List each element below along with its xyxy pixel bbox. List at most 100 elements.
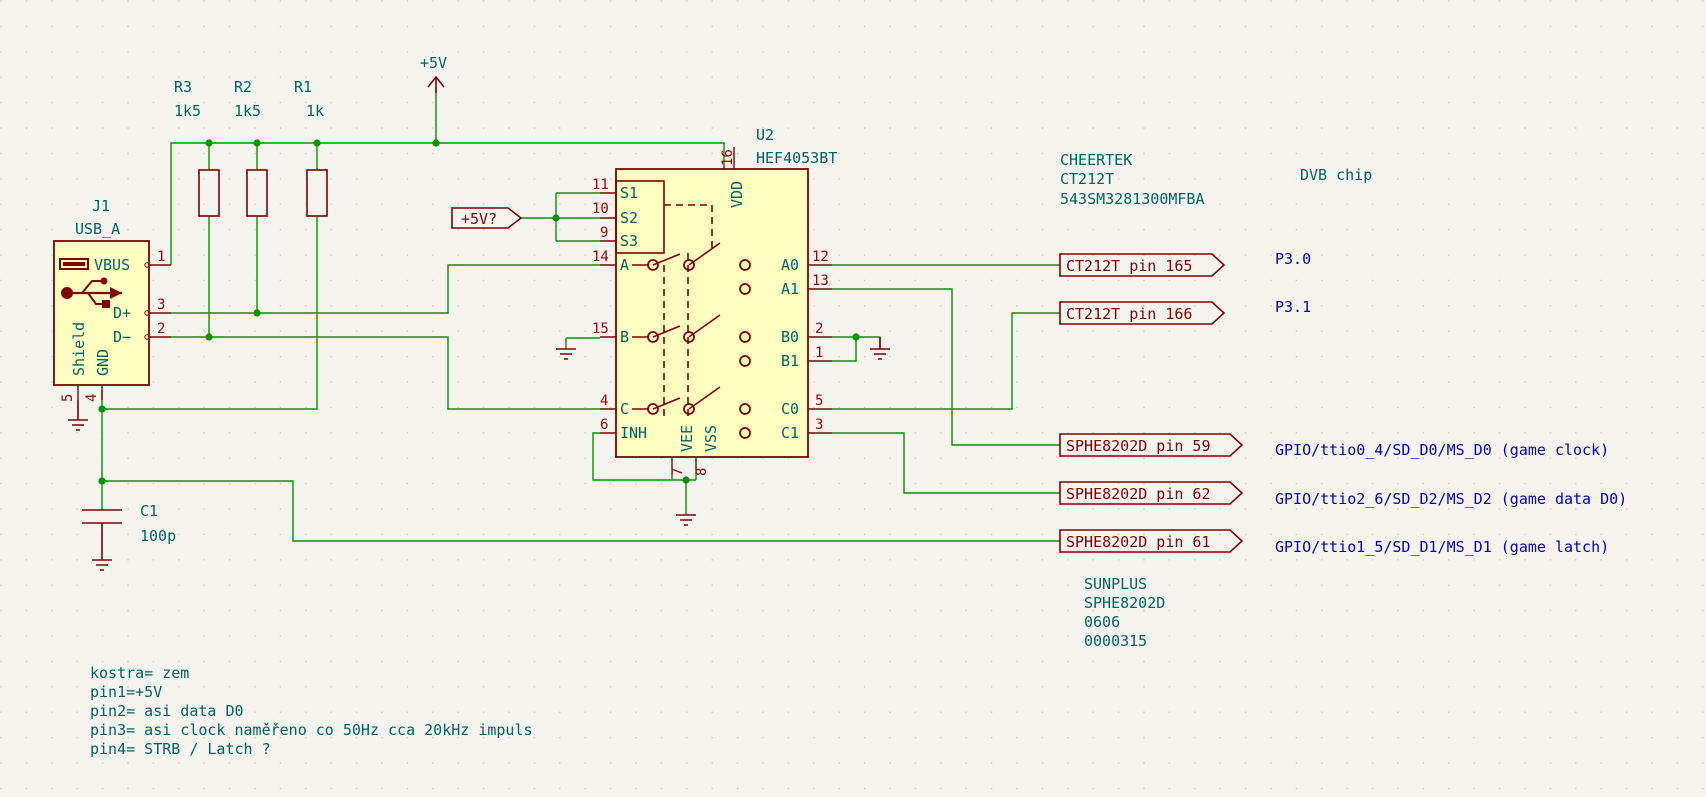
pin-number: 16	[720, 149, 736, 166]
pin-name-dminus: D−	[113, 328, 131, 346]
capacitor-value: 100p	[140, 527, 176, 545]
pin-number: 5	[815, 393, 823, 409]
label-note: P3.0	[1275, 250, 1311, 268]
global-label-sphe-62: SPHE8202D pin 62 GPIO/ttio2_6/SD_D2/MS_D…	[1059, 481, 1627, 508]
resistor-ref: R1	[294, 78, 312, 96]
note-line: 0000315	[1084, 632, 1147, 650]
pin-name-c: C	[620, 400, 629, 418]
pin-number: 2	[157, 321, 165, 337]
usb-connector-j1: J1 USB_A VBUS D+ D− Shield GND 1 3 2 5 4	[53, 197, 171, 402]
pin-name-vbus: VBUS	[94, 256, 130, 274]
pin-name-vdd: VDD	[728, 181, 746, 208]
pin-name-a1: A1	[781, 280, 799, 298]
resistor-value: 1k5	[234, 102, 261, 120]
pin-name-c0: C0	[781, 400, 799, 418]
label-note: GPIO/ttio0_4/SD_D0/MS_D0 (game clock)	[1275, 441, 1609, 459]
pin-name-c1: C1	[781, 424, 799, 442]
note-line: CHEERTEK	[1060, 151, 1132, 169]
pin-name-gnd: GND	[94, 349, 112, 376]
pin-number: 2	[815, 321, 823, 337]
note-line: pin4= STRB / Latch ?	[90, 740, 271, 758]
pin-name-vss: VSS	[702, 425, 720, 452]
ic-ref: U2	[756, 126, 774, 144]
ic-value: HEF4053BT	[756, 149, 837, 167]
pin-number: 7	[670, 468, 686, 476]
resistor-ref: R3	[174, 78, 192, 96]
label-text: SPHE8202D pin 62	[1066, 485, 1211, 503]
pin-name-a: A	[620, 256, 629, 274]
wires	[101, 87, 1060, 542]
global-label-ct212t-165: CT212T pin 165 P3.0	[1059, 250, 1311, 277]
switch-a	[632, 242, 751, 295]
ground-symbol	[676, 514, 696, 526]
pin-number: 13	[812, 273, 829, 289]
pin-number: 1	[157, 249, 165, 265]
power-5v-symbol: +5V	[420, 54, 447, 93]
pin-number: 14	[592, 249, 609, 265]
global-label-sphe-61: SPHE8202D pin 61 GPIO/ttio1_5/SD_D1/MS_D…	[1059, 529, 1609, 556]
connector-ref: J1	[92, 197, 110, 215]
switch-c	[632, 386, 751, 439]
pin-number: 6	[600, 417, 608, 433]
capacitor-ref: C1	[140, 502, 158, 520]
ground-symbol	[556, 348, 576, 360]
note-line: pin3= asi clock naměřeno co 50Hz cca 20k…	[90, 721, 533, 739]
switch-b	[632, 314, 751, 367]
note-line: pin2= asi data D0	[90, 702, 244, 720]
pin-name-inh: INH	[620, 424, 647, 442]
capacitor-c1: C1 100p	[82, 500, 176, 560]
global-label-ct212t-166: CT212T pin 166 P3.1	[1059, 298, 1311, 325]
note-line: SUNPLUS	[1084, 575, 1147, 593]
label-text: SPHE8202D pin 61	[1066, 533, 1211, 551]
pin-name-s1: S1	[620, 184, 638, 202]
label-note: P3.1	[1275, 298, 1311, 316]
note-side: DVB chip	[1300, 166, 1372, 184]
label-note: GPIO/ttio1_5/SD_D1/MS_D1 (game latch)	[1275, 538, 1609, 556]
note-line: kostra= zem	[90, 664, 189, 682]
resistor-r3: R3 1k5	[174, 78, 220, 217]
pinout-notes: kostra= zem pin1=+5V pin2= asi data D0 p…	[90, 664, 533, 758]
power-flag-text: +5V?	[461, 210, 497, 228]
pin-name-shield: Shield	[70, 322, 88, 376]
ground-symbol	[68, 400, 88, 431]
note-line: 0606	[1084, 613, 1120, 631]
pin-number: 10	[592, 201, 609, 217]
pin-number: 9	[600, 225, 608, 241]
pin-number: 4	[84, 394, 100, 402]
pin-number: 3	[157, 297, 165, 313]
cheertek-note: CHEERTEK CT212T 543SM3281300MFBA DVB chi…	[1060, 151, 1372, 208]
ground-symbol	[870, 337, 890, 360]
pin-name-dplus: D+	[113, 304, 131, 322]
note-line: pin1=+5V	[90, 683, 162, 701]
connector-value: USB_A	[75, 220, 120, 238]
label-text: SPHE8202D pin 59	[1066, 437, 1211, 455]
resistor-r1: R1 1k	[294, 78, 328, 217]
ic-u2: U2 HEF4053BT S1 S2	[592, 126, 837, 476]
sunplus-note: SUNPLUS SPHE8202D 0606 0000315	[1084, 575, 1165, 650]
pin-number: 5	[60, 394, 76, 402]
pin-number: 8	[694, 468, 710, 476]
pin-number: 12	[812, 249, 829, 265]
pin-number: 4	[600, 393, 608, 409]
pin-name-b: B	[620, 328, 629, 346]
resistor-r2: R2 1k5	[234, 78, 268, 217]
pin-number: 15	[592, 321, 609, 337]
pin-name-s2: S2	[620, 209, 638, 227]
resistor-ref: R2	[234, 78, 252, 96]
power-5v-label: +5V	[420, 54, 447, 72]
pin-number: 11	[592, 177, 609, 193]
pin-name-b1: B1	[781, 352, 799, 370]
pin-name-b0: B0	[781, 328, 799, 346]
usb-logo-icon	[61, 277, 122, 308]
note-line: 543SM3281300MFBA	[1060, 190, 1205, 208]
label-text: CT212T pin 165	[1066, 257, 1192, 275]
pin-name-a0: A0	[781, 256, 799, 274]
label-text: CT212T pin 166	[1066, 305, 1192, 323]
label-note: GPIO/ttio2_6/SD_D2/MS_D2 (game data D0)	[1275, 490, 1627, 508]
pin-name-s3: S3	[620, 232, 638, 250]
power-flag-label: +5V?	[451, 207, 523, 229]
resistor-value: 1k	[306, 102, 324, 120]
junctions	[98, 139, 860, 485]
ground-symbol	[92, 559, 112, 571]
